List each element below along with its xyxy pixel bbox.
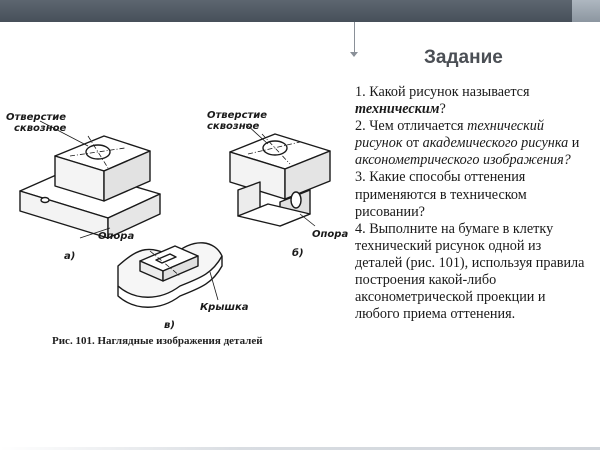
label-cover: Крышка [200, 302, 249, 313]
label-hole-b-1: Отверстие [207, 110, 268, 121]
question-4: 4. Выполните на бумаге в клетку техничес… [355, 220, 585, 323]
label-support-a: Опора [98, 231, 135, 242]
slide-bottom-bar [0, 447, 600, 450]
part-b [229, 123, 331, 227]
question-2: 2. Чем отличается технический рисунок от… [355, 118, 580, 169]
decor-divider-line [354, 22, 355, 56]
figure-caption: Рис. 101. Наглядные изображения деталей [52, 335, 263, 347]
mark-b: б) [292, 248, 304, 259]
label-hole-a-2: сквозное [14, 123, 67, 134]
slide-top-bar [0, 0, 600, 22]
question-3: 3. Какие способы оттенения применяются в… [355, 169, 527, 220]
part-c [117, 242, 223, 308]
mark-a: а) [64, 251, 76, 262]
question-1: 1. Какой рисунок называется техническим? [355, 84, 530, 118]
parts-drawing [19, 120, 331, 308]
label-hole-a-1: Отверстие [6, 112, 67, 123]
label-support-b: Опора [312, 229, 349, 240]
decor-divider-arrow [350, 52, 358, 57]
mark-c: в) [164, 320, 175, 331]
top-bar-accent [572, 0, 600, 22]
label-hole-b-2: сквозное [207, 121, 260, 132]
task-text: 1. Какой рисунок называется техническим?… [355, 84, 587, 323]
part-a [19, 120, 161, 239]
slide-title: Задание [424, 47, 503, 68]
